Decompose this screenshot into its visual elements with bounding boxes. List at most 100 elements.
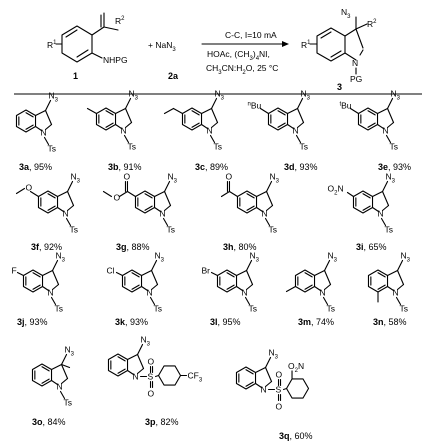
product-label: 3 bbox=[337, 82, 342, 92]
product-label: 3n, 58% bbox=[373, 317, 407, 327]
svg-text:N: N bbox=[262, 209, 268, 219]
svg-text:N3: N3 bbox=[56, 251, 66, 264]
product-label: 3f, 92% bbox=[31, 242, 62, 252]
svg-text:Ts: Ts bbox=[214, 142, 223, 152]
svg-text:N: N bbox=[383, 126, 389, 136]
svg-text:O2N: O2N bbox=[327, 184, 343, 197]
svg-text:O: O bbox=[276, 370, 283, 380]
svg-text:Ts: Ts bbox=[327, 304, 336, 314]
svg-text:N: N bbox=[63, 209, 69, 219]
product-label: 3o, 84% bbox=[32, 417, 66, 427]
svg-text:Ts: Ts bbox=[48, 144, 57, 154]
svg-text:N3: N3 bbox=[386, 172, 396, 185]
svg-text:S: S bbox=[148, 372, 154, 382]
svg-text:S: S bbox=[276, 385, 282, 395]
r1-label: R1 bbox=[47, 40, 57, 50]
svg-text:N3: N3 bbox=[65, 345, 75, 358]
svg-text:N: N bbox=[378, 209, 384, 219]
svg-text:N3: N3 bbox=[141, 335, 151, 348]
svg-text:N: N bbox=[207, 126, 213, 136]
svg-text:N3: N3 bbox=[270, 172, 280, 185]
svg-text:Ts: Ts bbox=[70, 225, 79, 235]
svg-text:N: N bbox=[147, 288, 153, 298]
condition-solvent: CH3CN:H2O, 25 °C bbox=[206, 63, 278, 76]
svg-text:Ts: Ts bbox=[249, 304, 258, 314]
svg-text:Ts: Ts bbox=[154, 304, 163, 314]
svg-text:Ts: Ts bbox=[128, 142, 137, 152]
svg-text:N: N bbox=[320, 288, 326, 298]
svg-text:Ts: Ts bbox=[269, 225, 278, 235]
svg-text:N: N bbox=[242, 288, 248, 298]
product-label: 3g, 88% bbox=[116, 242, 150, 252]
svg-text:O: O bbox=[25, 183, 32, 193]
svg-text:N3: N3 bbox=[155, 251, 165, 264]
svg-text:O2N: O2N bbox=[288, 361, 304, 374]
product-label: 3e, 93% bbox=[378, 162, 411, 172]
svg-text:O: O bbox=[276, 402, 283, 412]
svg-text:CF3: CF3 bbox=[188, 371, 203, 384]
svg-text:N3: N3 bbox=[168, 172, 178, 185]
reagent-label: 2a bbox=[168, 71, 179, 81]
product-label: 3d, 93% bbox=[284, 162, 318, 172]
svg-text:F: F bbox=[11, 266, 16, 276]
svg-text:N3: N3 bbox=[301, 89, 311, 102]
product-label: 3p, 82% bbox=[145, 417, 179, 427]
svg-text:nBu: nBu bbox=[247, 101, 261, 111]
svg-text:N3: N3 bbox=[328, 251, 338, 264]
condition-electrodes: C-C, I=10 mA bbox=[225, 30, 277, 40]
svg-text:N: N bbox=[261, 385, 267, 395]
product-label: 3j, 93% bbox=[17, 317, 48, 327]
condition-additives: HOAc, (CH3)4NI, bbox=[207, 49, 270, 62]
reactant-label: 1 bbox=[73, 71, 78, 81]
svg-text:O: O bbox=[113, 193, 120, 203]
reactant-structure: NHPG R2 R1 bbox=[47, 12, 128, 65]
product-label: 3b, 91% bbox=[108, 162, 142, 172]
svg-text:O: O bbox=[225, 172, 232, 182]
svg-text:N: N bbox=[48, 288, 54, 298]
product-label: 3q, 60% bbox=[279, 431, 313, 441]
reagent-formula: + NaN3 bbox=[148, 40, 176, 53]
svg-text:N3: N3 bbox=[341, 7, 351, 20]
r2-label: R2 bbox=[115, 16, 125, 26]
nhpg-label: NHPG bbox=[103, 55, 128, 65]
svg-text:N: N bbox=[293, 126, 299, 136]
product-label: 3c, 89% bbox=[195, 162, 228, 172]
svg-text:N: N bbox=[57, 382, 63, 392]
svg-text:O: O bbox=[148, 357, 155, 367]
svg-text:N: N bbox=[393, 288, 399, 298]
svg-text:Ts: Ts bbox=[167, 225, 176, 235]
svg-text:N3: N3 bbox=[129, 89, 139, 102]
svg-text:N3: N3 bbox=[269, 348, 279, 361]
svg-text:N3: N3 bbox=[49, 91, 59, 104]
svg-text:O: O bbox=[123, 172, 130, 182]
svg-text:N3: N3 bbox=[250, 251, 260, 264]
product-general-structure: N3 R2 N PG R1 bbox=[301, 7, 377, 84]
svg-text:N3: N3 bbox=[215, 89, 225, 102]
product-label: 3a, 95% bbox=[19, 162, 52, 172]
svg-text:R1: R1 bbox=[301, 40, 311, 50]
product-label: 3k, 93% bbox=[115, 317, 148, 327]
reaction-arrow bbox=[201, 41, 289, 47]
svg-text:O: O bbox=[148, 389, 155, 399]
product-label: 3l, 95% bbox=[210, 317, 241, 327]
product-label: 3m, 74% bbox=[298, 317, 334, 327]
svg-text:R2: R2 bbox=[367, 19, 377, 29]
svg-text:PG: PG bbox=[350, 74, 362, 84]
svg-text:N: N bbox=[352, 58, 358, 68]
